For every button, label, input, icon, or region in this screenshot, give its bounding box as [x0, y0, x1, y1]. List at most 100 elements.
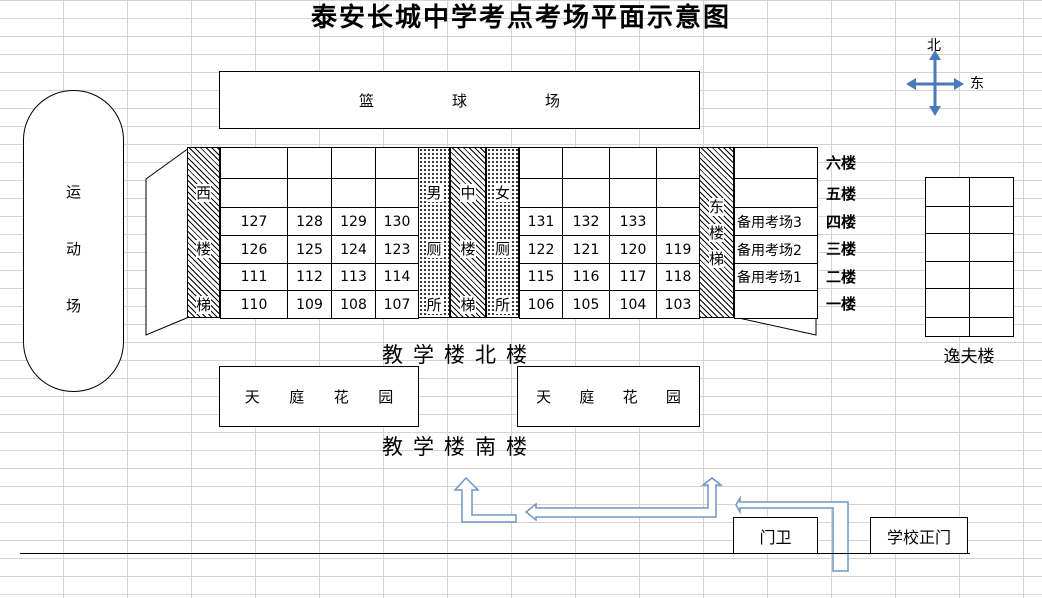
men-toilet-char-3: 所	[426, 296, 442, 314]
garden-east-char-2: 庭	[579, 388, 595, 406]
garden-west-char-1: 天	[244, 388, 260, 406]
garden-west-char-2: 庭	[289, 388, 305, 406]
men-toilet-char-2: 厕	[426, 240, 442, 258]
west-stair	[187, 147, 220, 318]
east-room-r5-c3: 117	[609, 263, 657, 291]
basketball-court-label-1: 篮	[358, 91, 374, 110]
yifu-building-cell	[925, 288, 970, 318]
women-toilet-label: 女 厕 所	[486, 184, 519, 314]
school-main-gate: 学校正门	[870, 517, 968, 554]
east-room-r3-c4	[656, 207, 700, 236]
women-toilet-char-2: 厕	[494, 240, 510, 258]
west-room-r3-c3: 129	[331, 207, 376, 236]
west-room-r5-c1: 111	[220, 263, 288, 291]
middle-stair	[450, 147, 486, 318]
east-stair-char-1: 东	[708, 198, 724, 216]
sports-field	[23, 90, 124, 392]
west-room-r5-c4: 114	[375, 263, 419, 291]
west-stair-char-3: 梯	[195, 296, 211, 314]
east-room-r6-c2: 105	[562, 290, 610, 319]
east-room-r6-c3: 104	[609, 290, 657, 319]
yifu-building-cell	[925, 233, 970, 262]
north-building-label: 教学楼北楼	[382, 343, 537, 367]
east-room-r5-c4: 118	[656, 263, 700, 291]
sports-field-char-1: 运	[65, 183, 81, 201]
yifu-building-cell	[969, 261, 1014, 289]
east-stair-char-2: 楼	[708, 224, 724, 242]
west-room-r5-c3: 113	[331, 263, 376, 291]
east-room-r2-c1	[519, 178, 563, 208]
courtyard-garden-west: 天 庭 花 园	[219, 366, 419, 427]
yifu-building-cell	[969, 177, 1014, 207]
yifu-building-cell	[969, 233, 1014, 262]
backup-room-r5-c1: 备用考场1	[734, 263, 818, 291]
west-room-r6-c4: 107	[375, 290, 419, 319]
east-stair-label: 东 楼 梯	[699, 198, 734, 268]
west-room-r3-c4: 130	[375, 207, 419, 236]
men-toilet-label: 男 厕 所	[418, 184, 450, 314]
west-room-r4-c1: 126	[220, 235, 288, 264]
west-room-r1-c1	[220, 147, 288, 179]
backup-room-r4-c1: 备用考场2	[734, 235, 818, 264]
sports-field-char-2: 动	[65, 240, 81, 258]
east-room-r1-c1	[519, 147, 563, 179]
middle-stair-label: 中 楼 梯	[450, 184, 486, 314]
east-room-r3-c2: 132	[562, 207, 610, 236]
east-room-r5-c2: 116	[562, 263, 610, 291]
garden-west-char-4: 园	[378, 388, 394, 406]
west-room-r1-c3	[331, 147, 376, 179]
middle-stair-char-1: 中	[460, 184, 476, 202]
garden-west-char-3: 花	[333, 388, 349, 406]
floor-label-6: 一楼	[826, 295, 857, 313]
east-room-r2-c3	[609, 178, 657, 208]
west-room-r4-c3: 124	[331, 235, 376, 264]
west-room-r4-c2: 125	[287, 235, 332, 264]
backup-room-r6-c1	[734, 290, 818, 319]
middle-stair-char-3: 梯	[460, 296, 476, 314]
garden-east-char-3: 花	[622, 388, 638, 406]
guard-house: 门卫	[733, 517, 818, 554]
west-stair-char-2: 楼	[195, 240, 211, 258]
yifu-building-cell	[969, 288, 1014, 318]
west-room-r2-c2	[287, 178, 332, 208]
east-room-r1-c4	[656, 147, 700, 179]
yifu-building-cell	[925, 206, 970, 234]
east-room-r4-c4: 119	[656, 235, 700, 264]
west-room-r3-c2: 128	[287, 207, 332, 236]
yifu-building-cell	[925, 317, 970, 337]
south-building-label: 教学楼南楼	[382, 435, 537, 459]
east-room-r2-c4	[656, 178, 700, 208]
sports-field-char-3: 场	[65, 297, 81, 315]
east-room-r1-c3	[609, 147, 657, 179]
west-room-r3-c1: 127	[220, 207, 288, 236]
route-arrows-icon	[453, 476, 849, 572]
backup-room-r2-c1	[734, 178, 818, 208]
courtyard-garden-east: 天 庭 花 园	[517, 366, 700, 427]
east-room-r6-c1: 106	[519, 290, 563, 319]
garden-east-char-4: 园	[665, 388, 681, 406]
garden-east-char-1: 天	[536, 388, 552, 406]
compass-north-label: 北	[927, 38, 941, 54]
west-room-r2-c3	[331, 178, 376, 208]
women-toilet-char-3: 所	[494, 296, 510, 314]
west-room-r6-c3: 108	[331, 290, 376, 319]
yifu-building-cell	[969, 317, 1014, 337]
floor-label-2: 五楼	[826, 185, 857, 203]
women-toilet	[486, 147, 519, 318]
page-title: 泰安长城中学考点考场平面示意图	[310, 3, 731, 33]
west-room-r6-c1: 110	[220, 290, 288, 319]
sports-field-label: 运 动 场	[23, 183, 124, 315]
yifu-building-cell	[925, 261, 970, 289]
west-room-r2-c1	[220, 178, 288, 208]
east-room-r4-c1: 122	[519, 235, 563, 264]
yifu-building-label: 逸夫楼	[943, 347, 995, 367]
east-stair-char-3: 梯	[708, 250, 724, 268]
east-room-r2-c2	[562, 178, 610, 208]
backup-room-r3-c1: 备用考场3	[734, 207, 818, 236]
floor-label-1: 六楼	[826, 154, 857, 172]
west-wing	[145, 147, 190, 336]
floor-label-3: 四楼	[826, 213, 857, 231]
west-room-r1-c2	[287, 147, 332, 179]
east-room-r4-c3: 120	[609, 235, 657, 264]
floor-label-5: 二楼	[826, 268, 857, 286]
